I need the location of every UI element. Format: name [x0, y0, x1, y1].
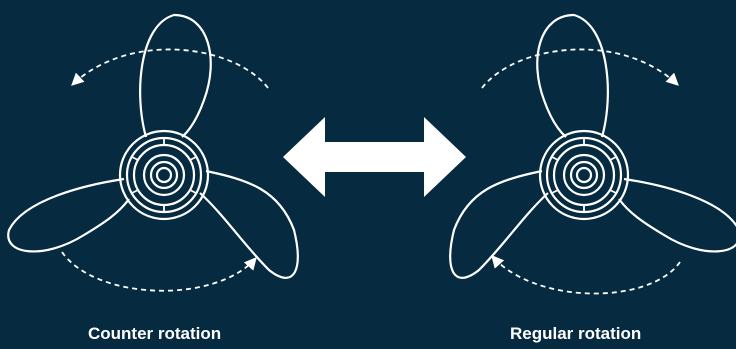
double-arrow-icon [283, 117, 466, 197]
caption-counter-rotation: Counter rotation [88, 324, 222, 343]
rotation-arrow-left-bottom [61, 251, 257, 292]
propeller-right-icon [449, 13, 736, 279]
propeller-left-icon [7, 13, 299, 279]
rotation-arrow-right-bottom [491, 255, 681, 295]
rotation-arrow-right-top [481, 48, 679, 89]
rotation-arrow-left-top [71, 48, 269, 89]
caption-regular-rotation: Regular rotation [510, 324, 642, 343]
